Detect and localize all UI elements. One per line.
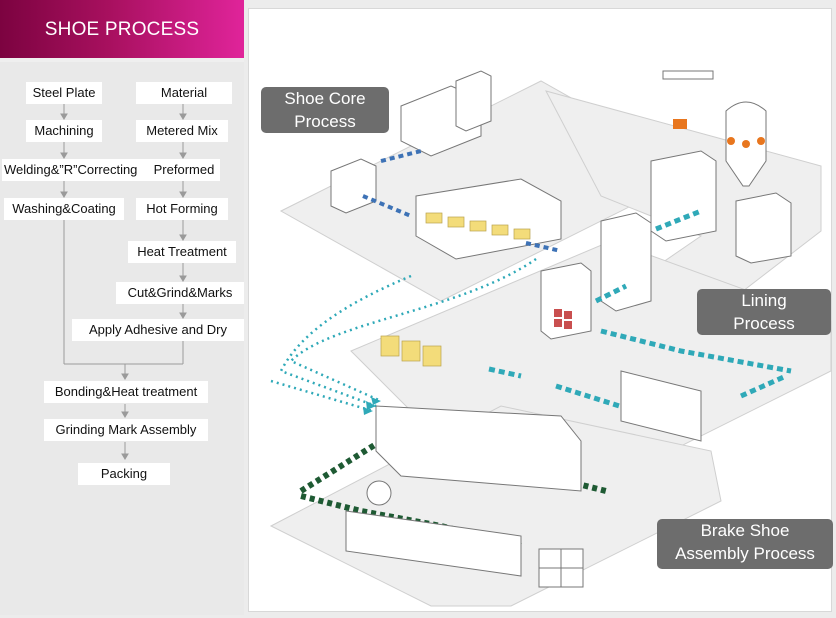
mixer-cyclone	[662, 70, 767, 187]
step-grinding: Grinding Mark Assembly	[44, 419, 208, 441]
lining-line1: Lining	[741, 291, 787, 310]
header-banner: SHOE PROCESS	[0, 0, 244, 58]
flow-area: Steel Plate Machining Welding&”R”Correct…	[0, 62, 244, 615]
step-heat-treatment: Heat Treatment	[128, 241, 236, 263]
step-cut-grind-marks: Cut&Grind&Marks	[116, 282, 244, 304]
red-panel	[554, 309, 572, 329]
shoe-core-line1: Shoe Core	[284, 89, 366, 108]
factory-illustration-panel: Shoe Core Process Lining Process Brake S…	[248, 8, 833, 612]
step-machining: Machining	[26, 120, 102, 142]
label-shoe-core-process: Shoe Core Process	[261, 87, 389, 133]
step-packing: Packing	[78, 463, 170, 485]
flow-connectors	[60, 104, 187, 460]
step-steel-plate: Steel Plate	[26, 82, 102, 104]
label-lining-process: Lining Process	[697, 289, 831, 335]
step-apply-adhesive: Apply Adhesive and Dry	[72, 319, 244, 341]
step-welding: Welding&”R”Correcting	[2, 159, 150, 181]
process-flow-panel: SHOE PROCESS	[0, 0, 244, 615]
shoe-core-line2: Process	[294, 112, 356, 131]
step-metered-mix: Metered Mix	[136, 120, 228, 142]
page-title: SHOE PROCESS	[44, 19, 200, 40]
assembly-line2: Assembly Process	[675, 544, 815, 563]
assembly-line1: Brake Shoe	[700, 521, 790, 540]
assembly-machines	[345, 262, 702, 588]
lining-line2: Process	[733, 314, 795, 333]
step-washing: Washing&Coating	[4, 198, 124, 220]
transfer-arrows	[270, 257, 537, 413]
label-brake-shoe-assembly-process: Brake Shoe Assembly Process	[657, 519, 833, 569]
step-material: Material	[136, 82, 232, 104]
step-preformed: Preformed	[148, 159, 220, 181]
blue-conveyors	[362, 149, 562, 253]
step-hot-forming: Hot Forming	[136, 198, 228, 220]
factory-illustration	[269, 70, 832, 607]
transfer-arrowheads	[363, 397, 381, 415]
step-bonding: Bonding&Heat treatment	[44, 381, 208, 403]
